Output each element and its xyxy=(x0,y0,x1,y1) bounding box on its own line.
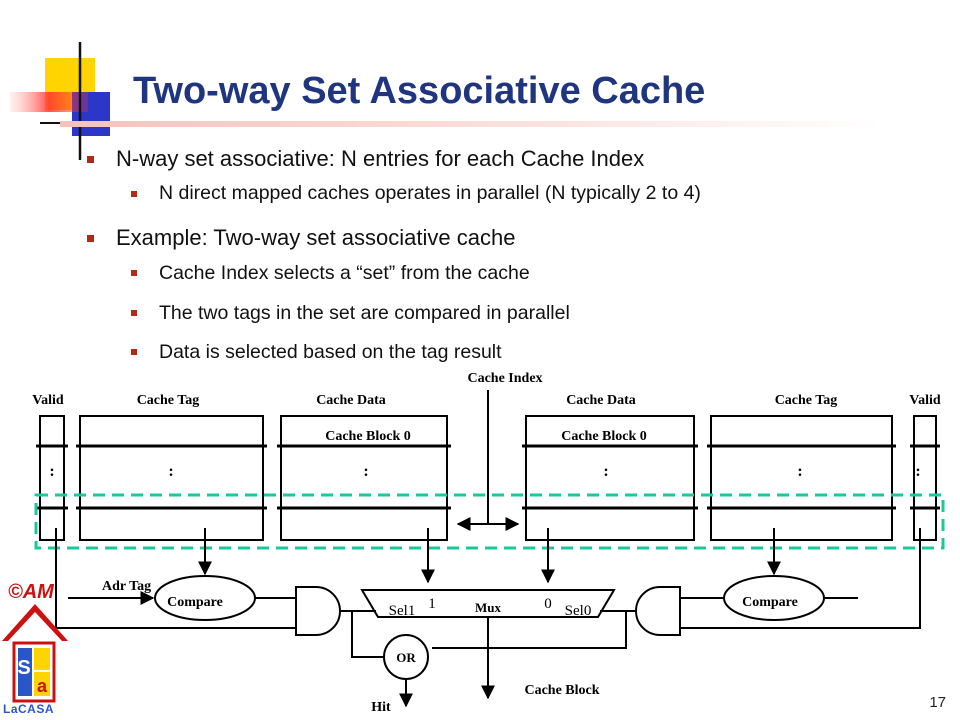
bullet-marker xyxy=(87,156,94,163)
lacasa-label: LaCASA xyxy=(3,702,55,716)
ellipsis-dots: : xyxy=(363,463,368,480)
bullet-marker xyxy=(131,191,137,197)
valid-array-left xyxy=(36,415,68,541)
output-wires xyxy=(399,617,495,708)
mux-label: Mux xyxy=(475,600,502,615)
valid-right-label: Valid xyxy=(909,393,941,408)
cache-block-label: Cache Block xyxy=(524,683,599,698)
slide-title: Two-way Set Associative Cache xyxy=(133,70,706,112)
bullet-text: Data is selected based on the tag result xyxy=(159,341,502,363)
bullet-text: The two tags in the set are compared in … xyxy=(159,302,570,324)
cache-block-0-left-label: Cache Block 0 xyxy=(325,429,411,444)
and-gate-right xyxy=(635,586,681,636)
sel0-label: Sel0 xyxy=(565,603,592,619)
mux-input-0-label: 0 xyxy=(544,596,552,612)
ellipsis-dots: : xyxy=(603,463,608,480)
ellipsis-dots: : xyxy=(915,463,920,480)
ellipsis-dots: : xyxy=(168,463,173,480)
cache-tag-left-label: Cache Tag xyxy=(137,393,200,408)
hit-label: Hit xyxy=(371,700,391,715)
bullet-text: N-way set associative: N entries for eac… xyxy=(116,146,645,171)
cache-data-left-label: Cache Data xyxy=(316,393,386,408)
bullet-text: Example: Two-way set associative cache xyxy=(116,225,516,250)
selected-set-highlight xyxy=(34,493,945,550)
and-output-wires xyxy=(340,610,636,658)
valid-array-right xyxy=(910,415,940,541)
cache-index-arrow xyxy=(456,390,520,531)
and-gate-left xyxy=(295,586,341,636)
ellipsis-dots: : xyxy=(49,463,54,480)
svg-text:a: a xyxy=(37,676,48,696)
cache-data-right-label: Cache Data xyxy=(566,393,636,408)
bullet-marker xyxy=(131,310,137,316)
bullet-marker xyxy=(87,235,94,242)
data-to-mux-wires xyxy=(421,528,555,584)
valid-left-label: Valid xyxy=(32,393,64,408)
ellipsis-dots: : xyxy=(797,463,802,480)
cache-tag-array-right xyxy=(707,415,896,541)
cache-index-label: Cache Index xyxy=(467,371,542,386)
mux-input-1-label: 1 xyxy=(428,596,436,612)
adr-tag-label: Adr Tag xyxy=(102,579,151,594)
title-underline xyxy=(60,121,880,127)
cache-tag-array-left xyxy=(76,415,267,541)
cache-data-array-right xyxy=(522,415,698,541)
decorative-corner-graphic xyxy=(10,42,120,160)
copyright-label: ©AM xyxy=(8,581,54,603)
bullet-marker xyxy=(131,349,137,355)
sel1-label: Sel1 xyxy=(389,603,416,619)
cache-data-array-left xyxy=(277,415,451,541)
cache-block-0-right-label: Cache Block 0 xyxy=(561,429,647,444)
cache-tag-right-label: Cache Tag xyxy=(775,393,838,408)
page-number: 17 xyxy=(929,694,946,711)
mux xyxy=(360,589,616,618)
or-gate-label: OR xyxy=(396,650,416,665)
bullet-text: Cache Index selects a “set” from the cac… xyxy=(159,262,530,284)
bullet-marker xyxy=(131,270,137,276)
compare-right-label: Compare xyxy=(742,595,798,610)
bullet-text: N direct mapped caches operates in paral… xyxy=(159,182,701,204)
svg-text:S: S xyxy=(17,657,30,679)
lacasa-logo: S a xyxy=(2,604,68,703)
compare-left-label: Compare xyxy=(167,595,223,610)
